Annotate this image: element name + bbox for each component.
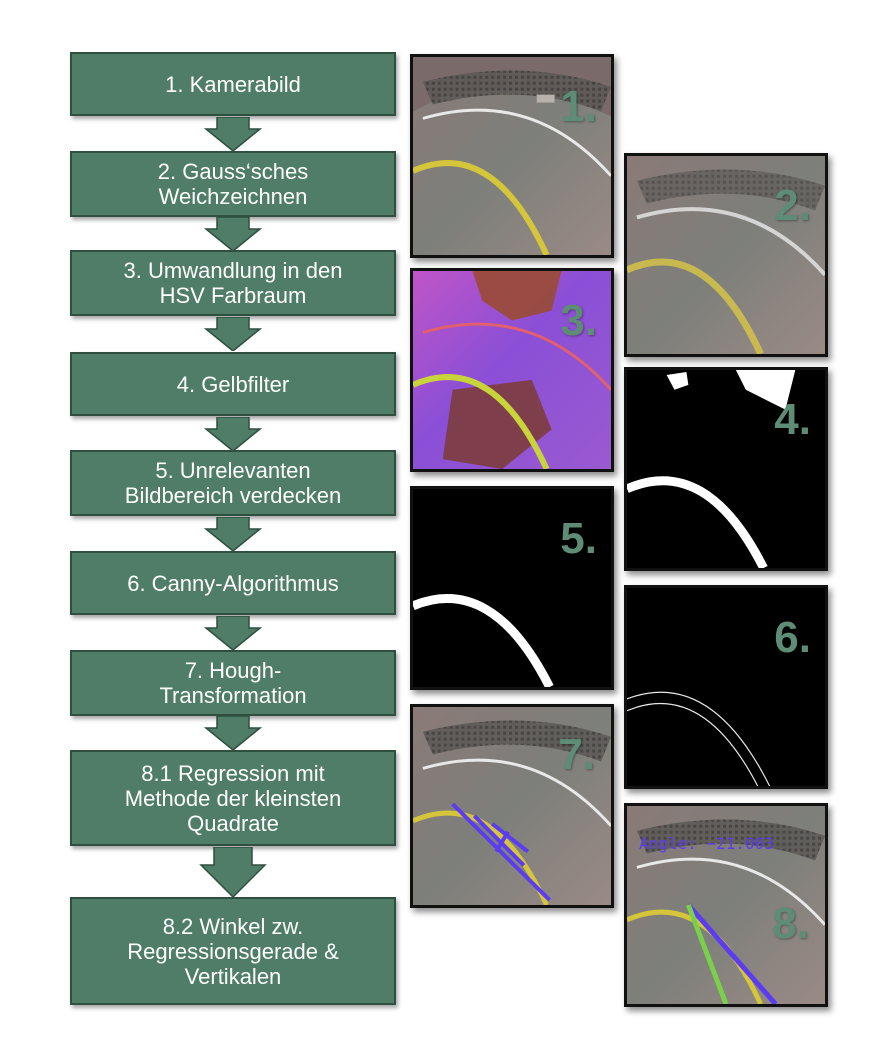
down-arrow-6 [204,616,262,650]
angle-readout: Angle: −21.003 [639,834,774,853]
image-panel-7: 7. [410,704,614,908]
down-arrow-2 [204,217,262,251]
image-panel-3: 3. [410,268,614,472]
step-box-9: 8.2 Winkel zw. Regressionsgerade & Verti… [70,897,396,1005]
image-panel-2: 2. [624,153,828,357]
down-arrow-7 [204,716,262,750]
down-arrow-5 [204,517,262,551]
step-box-4: 4. Gelbfilter [70,352,396,416]
down-arrow-8 [199,847,267,897]
down-arrow-4 [204,417,262,451]
step-box-7: 7. Hough- Transformation [70,650,396,716]
panel-number-1: 1. [560,82,597,131]
panel-number-2: 2. [774,181,811,230]
panel-number-8: 8. [772,899,809,948]
panel-number-6: 6. [774,613,811,662]
image-panel-8: Angle: −21.003 8. [624,803,828,1007]
step-box-3: 3. Umwandlung in den HSV Farbraum [70,250,396,316]
step-box-2: 2. Gauss‘sches Weichzeichnen [70,151,396,217]
panel-number-5: 5. [560,514,597,563]
down-arrow-1 [204,117,262,151]
step-box-1: 1. Kamerabild [70,52,396,116]
image-panel-4: 4. [624,367,828,571]
image-panel-5: 5. [410,486,614,690]
step-box-5: 5. Unrelevanten Bildbereich verdecken [70,450,396,516]
step-box-8: 8.1 Regression mit Methode der kleinsten… [70,750,396,846]
panel-number-4: 4. [774,395,811,444]
step-box-6: 6. Canny-Algorithmus [70,551,396,615]
image-panel-1: 1. [410,54,614,258]
down-arrow-3 [204,317,262,351]
panel-number-7: 7. [558,730,595,779]
image-panel-6: 6. [624,585,828,789]
panel-number-3: 3. [560,296,597,345]
